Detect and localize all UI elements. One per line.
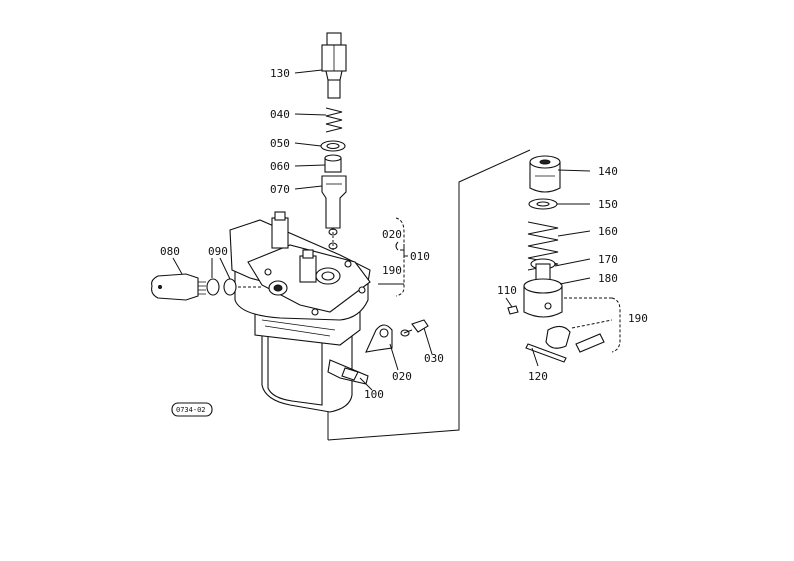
label-190-upper: 190 [382, 264, 402, 277]
drawing-code: 0734-02 [176, 406, 206, 414]
label-040: 040 [270, 108, 290, 121]
label-130: 130 [270, 67, 290, 80]
label-100: 100 [364, 388, 384, 401]
label-020-lower: 020 [392, 370, 412, 383]
label-090: 090 [208, 245, 228, 258]
label-170: 170 [598, 253, 618, 266]
injection-pump-body [229, 211, 371, 413]
label-160: 160 [598, 225, 618, 238]
label-060: 060 [270, 160, 290, 173]
leader-lines [172, 69, 591, 391]
label-050: 050 [270, 137, 290, 150]
label-140: 140 [598, 165, 618, 178]
inlet-connector [151, 273, 262, 301]
label-150: 150 [598, 198, 618, 211]
group-boundary-line [327, 149, 531, 441]
label-070: 070 [270, 183, 290, 196]
label-010: 010 [410, 250, 430, 263]
label-110: 110 [497, 284, 517, 297]
label-080: 080 [160, 245, 180, 258]
label-190-lower: 190 [628, 312, 648, 325]
bracket-and-bolt [365, 319, 429, 353]
label-120: 120 [528, 370, 548, 383]
label-030: 030 [424, 352, 444, 365]
group-bracket-010 [395, 217, 405, 297]
delivery-valve-stack [320, 32, 347, 252]
plunger-assembly [507, 155, 621, 363]
label-020-upper: 020 [382, 228, 402, 241]
drawing-code-badge: 0734-02 [171, 402, 213, 417]
label-180: 180 [598, 272, 618, 285]
